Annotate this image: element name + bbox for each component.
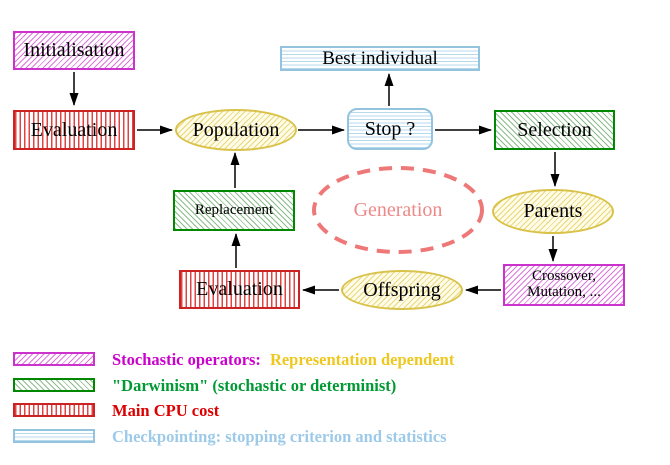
legend-label-checkpointing: Checkpointing: stopping criterion and st… <box>112 427 447 447</box>
node-selection: Selection <box>494 110 615 150</box>
node-parents-label: Parents <box>523 200 583 222</box>
node-crossover-label-line2: Mutation, ... <box>527 284 601 300</box>
legend-text-darwinism: "Darwinism" (stochastic or determinist) <box>112 376 397 395</box>
node-population: Population <box>175 109 297 151</box>
node-replacement: Replacement <box>173 190 295 231</box>
node-evaluation-top: Evaluation <box>13 110 135 150</box>
node-crossover-label-line1: Crossover, <box>532 268 596 285</box>
node-evaluation-top-label: Evaluation <box>30 118 118 141</box>
node-evaluation-bottom: Evaluation <box>179 270 300 309</box>
node-best-individual: Best individual <box>280 46 480 71</box>
legend-swatch-checkpointing <box>13 429 95 443</box>
node-stop: Stop ? <box>347 108 433 150</box>
legend-swatch-main-cpu-cost <box>13 403 95 417</box>
node-selection-label: Selection <box>517 118 592 141</box>
legend-text-checkpointing: Checkpointing: stopping criterion and st… <box>112 427 447 446</box>
node-offspring: Offspring <box>341 270 463 310</box>
legend-text-stochastic-operators: Stochastic operators: <box>112 350 261 369</box>
legend-label-main-cpu-cost: Main CPU cost <box>112 401 219 421</box>
node-initialisation-label: Initialisation <box>23 39 125 61</box>
node-stop-label: Stop ? <box>364 117 416 140</box>
generation-dashed-ellipse <box>312 166 484 254</box>
node-evaluation-bottom-label: Evaluation <box>196 278 283 300</box>
legend-label-stochastic-operators: Stochastic operators: Representation dep… <box>112 350 454 370</box>
legend-label-darwinism: "Darwinism" (stochastic or determinist) <box>112 376 396 396</box>
node-population-label: Population <box>192 118 280 141</box>
legend-text-representation-dependent: Representation dependent <box>269 350 455 369</box>
legend-text-main-cpu-cost: Main CPU cost <box>112 401 220 420</box>
node-parents: Parents <box>492 189 614 234</box>
node-best-individual-label: Best individual <box>322 47 438 69</box>
legend-swatch-darwinism <box>13 378 95 392</box>
node-offspring-label: Offspring <box>363 278 441 301</box>
node-initialisation: Initialisation <box>13 31 135 70</box>
node-crossover-mutation: Crossover, Mutation, ... <box>503 264 625 306</box>
legend-swatch-stochastic-operators <box>13 352 95 366</box>
node-replacement-label: Replacement <box>194 201 274 218</box>
node-generation: Generation <box>313 168 483 253</box>
node-generation-label: Generation <box>353 199 443 221</box>
